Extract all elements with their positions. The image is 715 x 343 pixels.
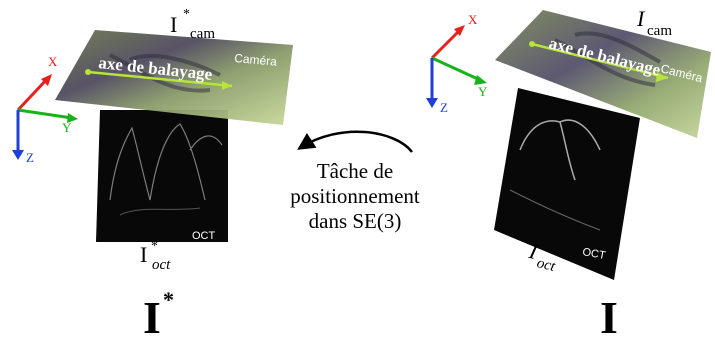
right-big-label: I [600,292,618,343]
left-axis-z-label: Z [26,150,34,165]
right-axis-z-label: Z [440,100,448,115]
right-oct-panel: OCT [494,88,640,280]
left-camera-superscript: * [183,7,190,22]
right-oct-subscript: oct [535,255,557,275]
right-assembly: OCT axe de balayage Caméra I cam I oct [426,6,711,343]
right-camera-label: I cam [636,6,672,39]
right-camera-plane: axe de balayage Caméra [495,10,711,138]
left-axis-y-label: Y [62,120,72,135]
right-scan-line [531,42,669,80]
right-oct-logo: OCT [581,246,606,262]
right-big-symbol: I [600,292,618,343]
left-axes-triad: X Y Z [12,54,78,165]
left-camera-subscript: cam [190,26,215,42]
left-big-symbol: I [143,292,161,343]
left-axis-x-label: X [48,54,58,69]
left-oct-symbol: I [140,242,147,267]
task-line-3: dans SE(3) [309,209,402,233]
left-big-label: I * [143,287,174,343]
right-axis-y-label: Y [478,84,488,99]
left-oct-subscript: oct [152,257,171,273]
task-line-2: positionnement [290,184,420,208]
right-axes-triad: X Y Z [426,12,488,115]
task-arrow [297,130,413,153]
left-camera-label: I * cam [170,7,215,42]
left-oct-panel: OCT [96,110,228,242]
left-scan-line [87,70,233,88]
left-assembly: OCT axe de balayage Caméra I * cam I * o… [12,7,293,343]
right-camera-subscript: cam [647,23,672,39]
task-line-1: Tâche de [317,159,393,183]
right-axis-x-label: X [468,12,478,27]
left-big-superscript: * [163,287,174,312]
left-oct-superscript: * [151,239,158,254]
left-camera-tag: Caméra [234,51,278,69]
left-camera-plane: axe de balayage Caméra [55,30,293,125]
right-camera-symbol: I [636,6,646,31]
left-oct-logo: OCT [192,230,216,242]
left-camera-symbol: I [170,12,177,37]
positioning-task: Tâche de positionnement dans SE(3) [290,130,420,233]
left-oct-label: I * oct [140,239,171,273]
